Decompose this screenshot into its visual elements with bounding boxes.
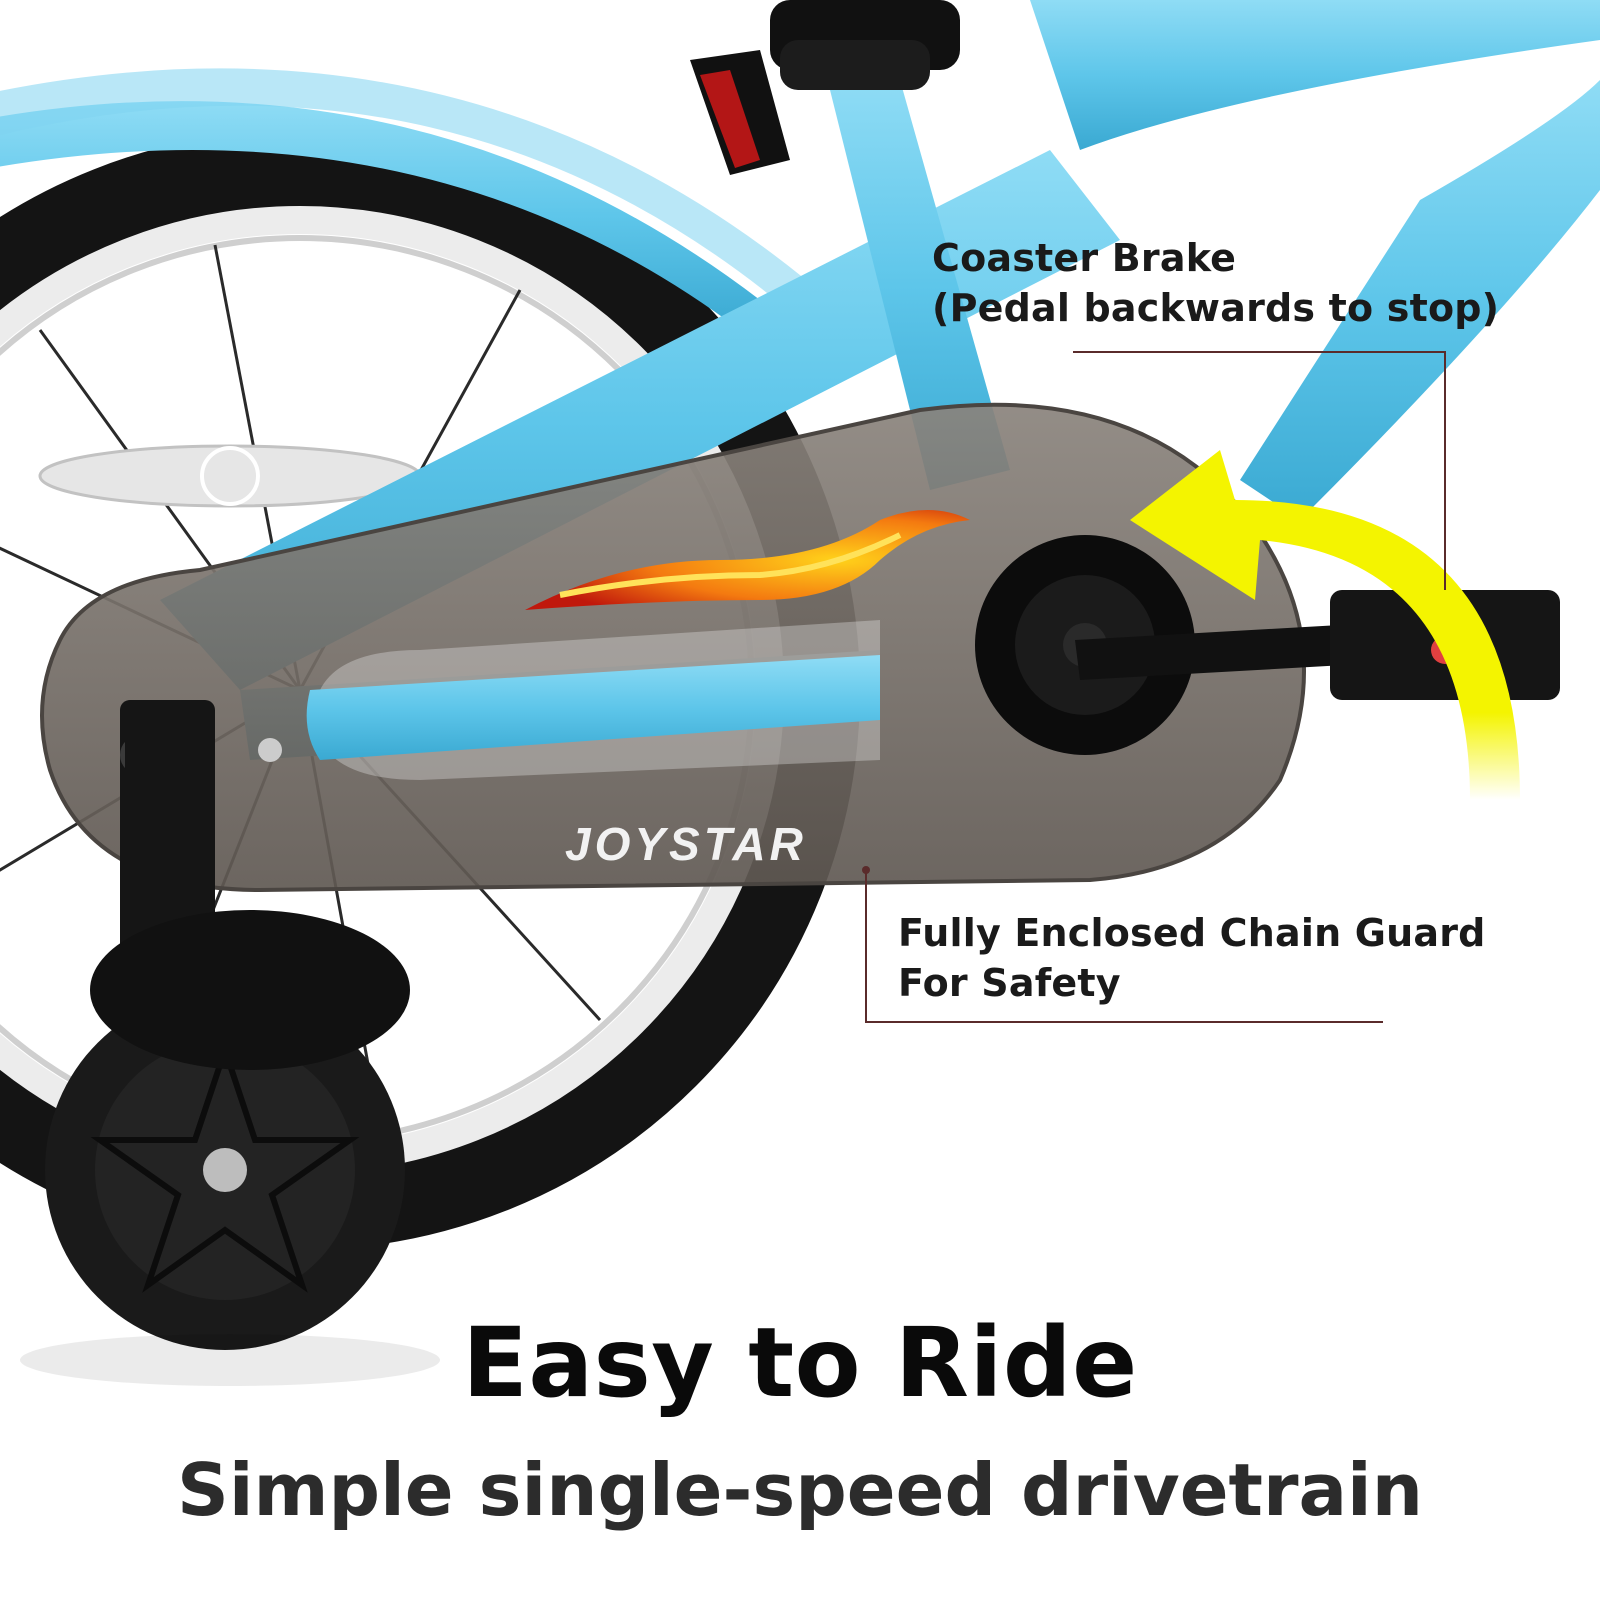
callout-guard-detail: For Safety (898, 961, 1121, 1005)
subline: Simple single-speed drivetrain (176, 1448, 1423, 1532)
seat-tube (830, 80, 1010, 490)
callout-brake-detail: (Pedal backwards to stop) (932, 286, 1500, 330)
spoke-reflector (38, 444, 422, 508)
guard-brand: JOYSTAR (565, 818, 807, 870)
chain-guard: JOYSTAR (40, 402, 1306, 893)
star-icon (90, 1040, 360, 1293)
top-tube (1030, 0, 1600, 150)
callout-guard-title: Fully Enclosed Chain Guard (898, 911, 1486, 955)
guard-leader-line (865, 870, 1383, 1023)
training-wheel (45, 720, 410, 1350)
crank-arm (1075, 625, 1345, 680)
coaster-brake-callout: Coaster Brake (Pedal backwards to stop) (932, 233, 1499, 333)
headline: Easy to Ride (462, 1307, 1138, 1419)
chain-guard-callout: Fully Enclosed Chain Guard For Safety (898, 908, 1486, 1008)
down-tube (1240, 80, 1600, 520)
seat-clamp (770, 0, 960, 90)
pedal-backward-arrow (1130, 450, 1520, 800)
callout-brake-title: Coaster Brake (932, 236, 1237, 280)
brake-leader-line (1073, 351, 1446, 590)
rear-reflector (690, 50, 790, 175)
rear-fender (0, 101, 760, 330)
